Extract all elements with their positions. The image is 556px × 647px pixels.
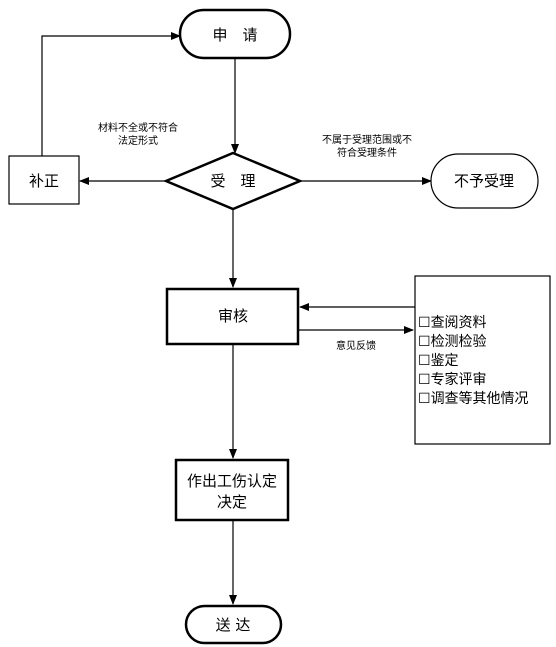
deliver-label: 送 达: [216, 616, 251, 634]
correct-label: 补正: [29, 172, 59, 190]
checkbox-icon: ☐: [418, 334, 431, 350]
accept-label: 受 理: [210, 172, 255, 190]
checklist-item-label: 鉴定: [431, 353, 459, 369]
decision-label-line2: 决定: [217, 493, 247, 511]
apply-node: 申 请: [178, 8, 292, 60]
feedback-label: 意见反馈: [336, 339, 376, 352]
checkbox-icon: ☐: [418, 391, 431, 407]
checkbox-icon: ☐: [418, 353, 431, 369]
apply-label: 申 请: [212, 26, 257, 44]
correct-condition-line2: 法定形式: [118, 134, 158, 147]
review-label: 审核: [218, 307, 248, 325]
decision-label-line1: 作出工伤认定: [187, 472, 277, 490]
checklist-item-5: ☐调查等其他情况: [418, 390, 529, 407]
checklist-item-2: ☐检测检验: [418, 334, 487, 350]
accept-node: 受 理: [162, 151, 304, 211]
reject-condition-line2: 符合受理条件: [337, 146, 397, 159]
review-node: 审核: [165, 287, 300, 346]
correct-node: 补正: [8, 155, 80, 205]
checklist-box: ☐查阅资料 ☐检测检验 ☐鉴定 ☐专家评审 ☐调查等其他情况: [414, 275, 551, 445]
checklist-item-label: 检测检验: [431, 334, 487, 350]
checklist-item-label: 调查等其他情况: [431, 390, 529, 407]
checklist-item-1: ☐查阅资料: [418, 315, 487, 331]
checkbox-icon: ☐: [418, 372, 431, 388]
edge-correct-apply: [41, 32, 181, 156]
checklist-item-4: ☐专家评审: [418, 371, 487, 388]
checkbox-icon: ☐: [418, 315, 431, 331]
deliver-node: 送 达: [184, 604, 283, 645]
checklist-item-3: ☐鉴定: [418, 353, 459, 369]
correct-condition-line1: 材料不全或不符合: [98, 121, 178, 134]
checklist-item-label: 查阅资料: [431, 315, 487, 331]
checklist-item-label: 专家评审: [431, 371, 487, 388]
decision-node: 作出工伤认定 决定: [174, 458, 290, 522]
reject-condition-line1: 不属于受理范围或不: [322, 133, 412, 146]
reject-node: 不予受理: [430, 153, 539, 209]
reject-label: 不予受理: [454, 172, 514, 190]
